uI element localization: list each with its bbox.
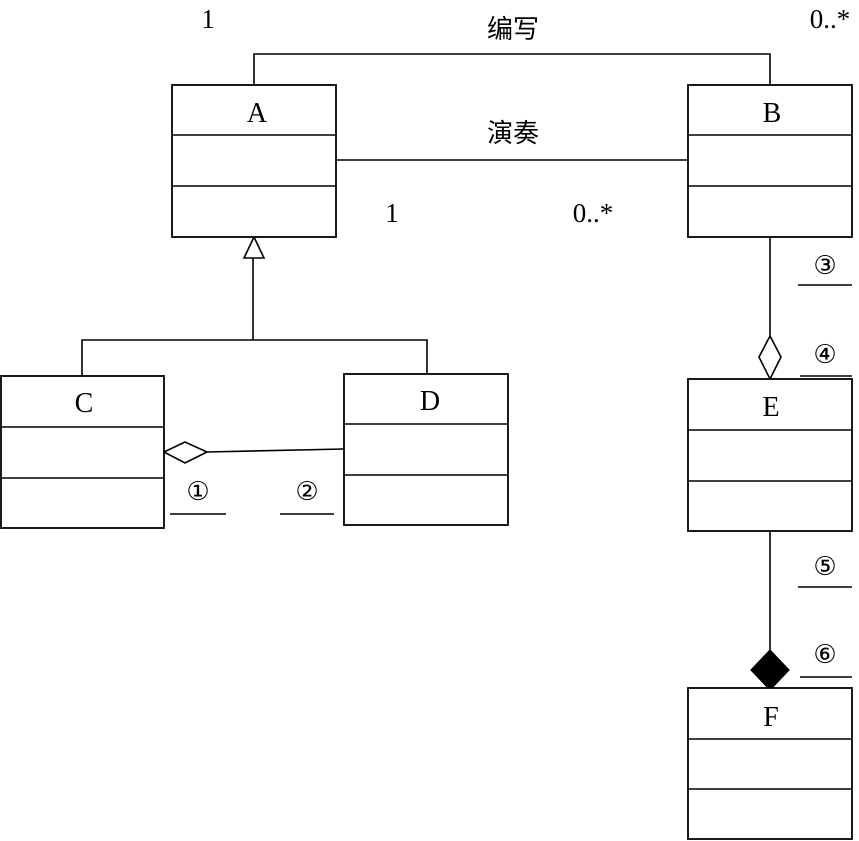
class-a-name: A xyxy=(247,98,268,129)
class-c: C xyxy=(0,375,165,529)
association-write-label: 编写 xyxy=(487,15,539,45)
blank-5: ⑤ xyxy=(813,552,836,582)
class-d-name: D xyxy=(420,386,440,417)
class-f: F xyxy=(687,687,853,840)
class-e-box xyxy=(687,378,853,532)
blank-6: ⑥ xyxy=(813,640,836,670)
class-a: A xyxy=(171,84,337,238)
class-a-box xyxy=(171,84,337,238)
class-c-name: C xyxy=(75,388,94,419)
generalization-branch-line xyxy=(81,339,428,376)
aggregation-c-d-line xyxy=(206,448,345,453)
class-e-name: E xyxy=(762,392,779,423)
association-play: 演奏 1 0..* xyxy=(336,119,688,228)
class-b: B xyxy=(687,84,853,238)
aggregation-b-e-hollow-diamond xyxy=(758,334,782,381)
association-write-line xyxy=(253,53,771,85)
aggregation-b-e: ③ ④ xyxy=(758,237,852,381)
class-b-name: B xyxy=(763,98,782,129)
composition-e-f: ⑤ ⑥ xyxy=(750,531,852,691)
blank-3: ③ xyxy=(813,251,836,281)
association-write-multiplicity-a: 1 xyxy=(201,4,215,34)
class-c-box xyxy=(0,375,165,529)
composition-e-f-filled-diamond xyxy=(750,649,790,691)
association-play-label: 演奏 xyxy=(487,119,539,149)
class-d-box xyxy=(343,373,509,526)
class-f-name: F xyxy=(763,702,779,733)
blank-2: ② xyxy=(295,477,318,507)
blank-1: ① xyxy=(186,477,209,507)
class-f-box xyxy=(687,687,853,840)
association-write: 编写 1 0..* xyxy=(201,4,850,85)
aggregation-c-d-hollow-diamond xyxy=(162,441,209,464)
generalization xyxy=(81,235,428,376)
generalization-hollow-triangle xyxy=(242,235,266,259)
association-play-multiplicity-b: 0..* xyxy=(573,198,614,228)
association-play-multiplicity-a: 1 xyxy=(385,198,399,228)
class-b-box xyxy=(687,84,853,238)
class-d: D xyxy=(343,373,509,526)
class-e: E xyxy=(687,378,853,532)
aggregation-c-d: ① ② xyxy=(162,441,345,515)
blank-4: ④ xyxy=(813,340,836,370)
association-write-multiplicity-b: 0..* xyxy=(810,4,851,34)
